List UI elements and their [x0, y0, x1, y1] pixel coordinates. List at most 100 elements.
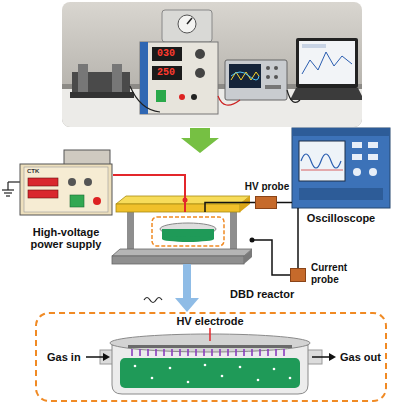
connector — [205, 203, 255, 213]
oscilloscope-drawing-part — [292, 128, 390, 208]
zoom-view-box: HV electrodeGas in Gas out — [35, 312, 387, 402]
power-supply-drawing-part — [68, 178, 76, 186]
dbd-reactor-drawing-part — [162, 236, 214, 242]
arrow-head — [175, 298, 199, 312]
power-supply-box: High-voltage power supply — [18, 150, 113, 216]
node-label: High-voltage power supply — [26, 226, 106, 250]
connector — [175, 264, 199, 312]
oscilloscope-drawing-part — [353, 168, 361, 176]
lab-photo-part — [62, 2, 362, 127]
reactor-detail-part — [151, 377, 154, 380]
connector — [298, 208, 299, 268]
node-label: Current probe — [311, 262, 367, 286]
node-label: Gas out — [340, 351, 386, 364]
oscilloscope-drawing-part — [368, 154, 378, 160]
brand-mark: CTK — [27, 168, 39, 175]
connector — [277, 202, 292, 203]
lab-photo-part — [78, 64, 88, 94]
reactor-detail-part — [134, 365, 137, 368]
display-reading: 250 — [157, 67, 175, 79]
lab-photo-part — [296, 38, 358, 88]
node-label: HV probe — [236, 181, 298, 193]
dbd-reactor-drawing — [112, 196, 255, 264]
power-supply-drawing-part — [24, 167, 108, 212]
lab-photo-part — [231, 72, 259, 80]
oscilloscope-drawing-part — [368, 142, 378, 148]
reactor-detail-part — [221, 375, 224, 378]
power-supply-drawing-part — [20, 164, 112, 215]
lab-photo-part — [195, 68, 205, 78]
dbd-reactor-drawing-part — [112, 256, 244, 264]
display-reading: 030 — [157, 48, 175, 60]
ground-symbol-part — [7, 182, 8, 190]
lab-photo-part — [195, 49, 205, 59]
oscilloscope-drawing-part — [352, 154, 362, 160]
dbd-reactor-drawing-part — [112, 249, 252, 256]
dbd-reactor-drawing-part — [152, 217, 224, 246]
connector-line — [183, 264, 191, 302]
lab-photo — [62, 2, 362, 127]
lab-photo-part — [274, 75, 278, 79]
ground-symbol-part — [8, 181, 20, 182]
connector-line — [277, 202, 292, 204]
wire-squiggle — [144, 298, 162, 303]
reactor-detail-part — [132, 349, 284, 356]
power-supply-drawing — [20, 150, 112, 215]
lab-photo-part — [274, 66, 278, 70]
oscilloscope-box: Oscilloscope — [292, 128, 390, 208]
oscilloscope-drawing — [292, 128, 390, 208]
lab-photo-part — [152, 66, 182, 80]
power-supply-drawing-part — [28, 178, 58, 186]
node-label: Gas in — [47, 351, 87, 364]
ground-symbol — [2, 182, 20, 196]
lab-photo-part — [218, 96, 240, 105]
reactor-detail-part — [239, 366, 242, 369]
connector-line — [113, 175, 185, 212]
dbd-reactor-drawing-part — [116, 204, 240, 212]
reactor-detail-part — [329, 353, 336, 361]
lab-photo-part — [178, 15, 196, 33]
reactor-detail-part — [257, 379, 260, 382]
power-supply-drawing-part — [28, 190, 58, 198]
lab-photo-part — [231, 72, 259, 80]
power-supply-drawing-part — [70, 195, 84, 207]
lab-photo-part — [70, 92, 134, 98]
lab-photo-part — [191, 94, 197, 100]
dbd-reactor-drawing-part — [127, 208, 134, 252]
connector — [113, 175, 185, 212]
power-supply-drawing-part — [93, 197, 101, 205]
dbd-reactor-drawing-part — [240, 196, 250, 212]
reactor-detail — [86, 328, 336, 394]
oscilloscope-drawing-part — [301, 170, 343, 171]
ground-symbol-part — [4, 192, 12, 193]
oscilloscope-drawing-part — [369, 168, 377, 176]
dbd-reactor-drawing-part — [230, 208, 237, 252]
lab-photo-part — [179, 94, 185, 100]
lab-photo-part — [156, 90, 166, 102]
reactor-detail-part — [289, 377, 292, 380]
hv-probe-box: HV probe — [255, 196, 277, 209]
connector-line — [252, 240, 290, 275]
reactor-detail-part — [273, 368, 276, 371]
lab-photo-part — [266, 75, 270, 79]
reactor-detail-part — [187, 381, 190, 384]
lab-photo-part — [187, 18, 192, 24]
connector-line — [205, 203, 255, 213]
flow-arrow — [181, 128, 219, 153]
lab-photo-part — [302, 44, 326, 48]
reactor-detail-part — [128, 345, 292, 348]
node-label: HV electrode — [170, 315, 250, 328]
lab-photo-part — [287, 90, 300, 102]
reactor-detail-part — [86, 356, 104, 358]
lab-photo-part — [162, 10, 212, 42]
reactor-detail-part — [209, 328, 211, 341]
ground-symbol-part — [6, 195, 10, 196]
connector-line — [297, 208, 299, 268]
oscilloscope-drawing-part — [299, 188, 383, 200]
dbd-reactor-box: DBD reactor — [112, 212, 252, 264]
oscilloscope-drawing-part — [299, 141, 345, 181]
reactor-detail-part — [204, 364, 207, 367]
node-label: DBD reactor — [230, 288, 320, 300]
